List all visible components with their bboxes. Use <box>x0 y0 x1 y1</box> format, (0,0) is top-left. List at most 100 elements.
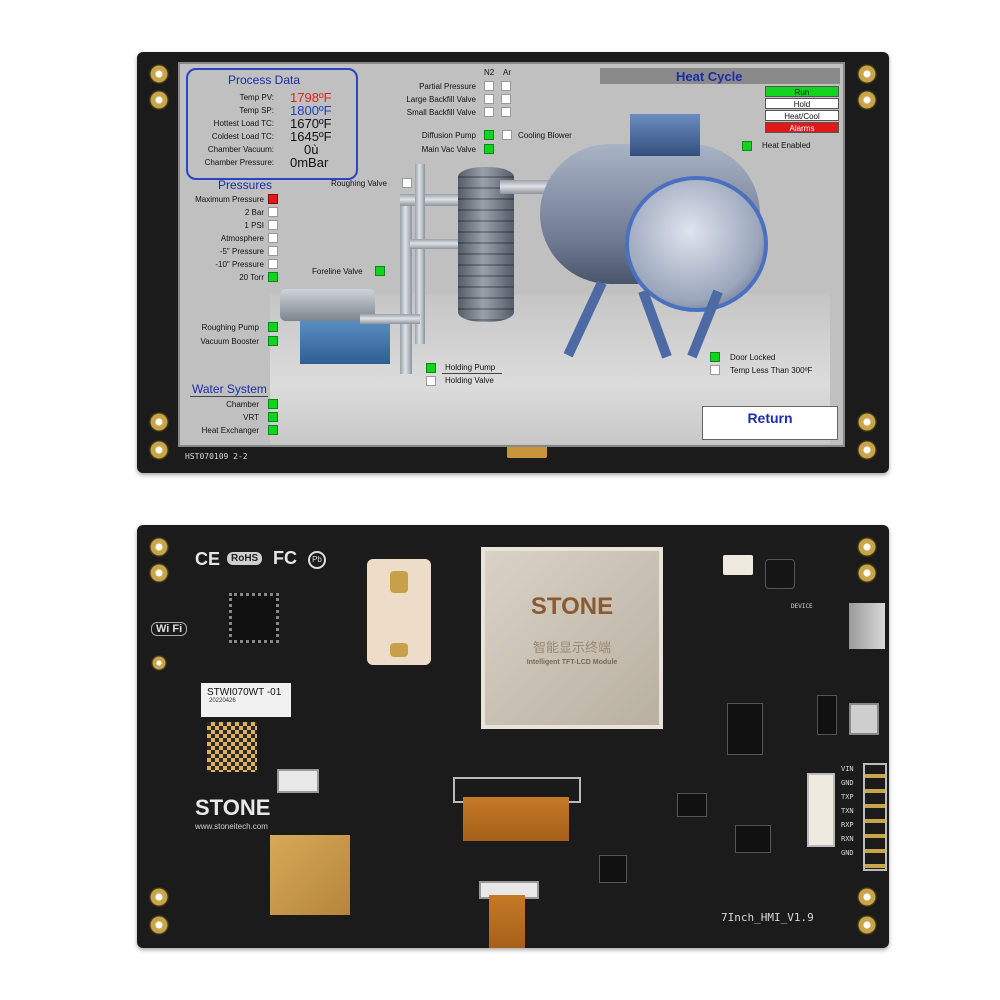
mode-run-button[interactable]: Run <box>765 86 839 97</box>
pressure-indicator <box>268 233 278 243</box>
chamber-vacuum-value: 0ù <box>304 142 319 157</box>
mount-hole <box>149 440 169 460</box>
temp-pv-value: 1798ºF <box>290 90 332 105</box>
n2-indicator <box>484 81 494 91</box>
ic-chip <box>817 695 837 735</box>
battery-clip <box>390 643 408 657</box>
chamber-pressure-value: 0mBar <box>290 155 329 170</box>
pipe-vertical <box>400 194 412 374</box>
device-label: DEVICE <box>791 603 813 610</box>
mount-hole <box>857 887 877 907</box>
mount-hole <box>151 655 167 671</box>
diffusion-pump-label: Diffusion Pump <box>421 131 476 140</box>
door-locked-indicator <box>710 352 720 362</box>
process-data-panel <box>186 68 358 180</box>
temp-sp-label: Temp SP: <box>239 106 274 115</box>
no-pb-icon: Pb <box>308 551 326 569</box>
gas-item: Partial Pressure <box>419 82 476 91</box>
hottest-label: Hottest Load TC: <box>213 119 274 128</box>
roughing-valve-label: Roughing Valve <box>331 179 387 188</box>
pin-label: RXN <box>841 835 854 843</box>
diffusion-pump-indicator <box>484 130 494 140</box>
gas-item: Small Backfill Valve <box>406 108 476 117</box>
foreline-valve-indicator <box>375 266 385 276</box>
mode-hold-button[interactable]: Hold <box>765 98 839 109</box>
main-module-shield: STONE 智能显示终端 Intelligent TFT-LCD Module <box>481 547 663 729</box>
ic-chip <box>677 793 707 817</box>
holding-pump-label: Holding Pump <box>445 363 496 372</box>
mount-hole <box>857 537 877 557</box>
pin-label: TXN <box>841 807 854 815</box>
wifi-logo: Wi Fi <box>151 622 188 636</box>
board-version: 7Inch_HMI_V1.9 <box>721 911 814 924</box>
pressure-item: -5" Pressure <box>219 247 264 256</box>
temp-sp-value: 1800ºF <box>290 103 332 118</box>
main-vac-valve-indicator <box>484 144 494 154</box>
pressure-indicator <box>268 207 278 217</box>
pressure-indicator <box>268 272 278 282</box>
pressure-indicator <box>268 220 278 230</box>
pipe-horizontal <box>410 239 470 249</box>
pressure-indicator <box>268 259 278 269</box>
pin-header <box>863 763 887 871</box>
ar-indicator <box>501 107 511 117</box>
foreline-valve-label: Foreline Valve <box>312 267 363 276</box>
holding-divider <box>442 373 502 374</box>
water-indicator <box>268 412 278 422</box>
uart-connector <box>807 773 835 847</box>
fc-mark: FC <box>273 548 297 568</box>
mount-hole <box>857 90 877 110</box>
pressure-item: 2 Bar <box>244 208 264 217</box>
holding-valve-indicator <box>426 376 436 386</box>
pressure-indicator <box>268 246 278 256</box>
pin-label: RXP <box>841 821 854 829</box>
water-item: Chamber <box>226 400 259 409</box>
wifi-chip <box>229 593 279 643</box>
pressures-title: Pressures <box>218 178 273 192</box>
water-item: Heat Exchanger <box>201 426 259 435</box>
pin-label: VIN <box>841 765 854 773</box>
touch-ribbon <box>489 895 525 948</box>
pressure-item: 20 Torr <box>239 273 264 282</box>
mode-alarms-button[interactable]: Alarms <box>765 122 839 133</box>
module-brand: STONE <box>530 593 614 620</box>
pin-label: TXP <box>841 793 854 801</box>
hottest-value: 1670ºF <box>290 116 332 131</box>
heat-enabled-indicator <box>742 141 752 151</box>
mount-hole <box>149 887 169 907</box>
front-silkscreen: HST070109 2-2 <box>185 452 248 461</box>
ar-indicator <box>501 94 511 104</box>
holding-pump-indicator <box>426 363 436 373</box>
coldest-label: Coldest Load TC: <box>211 132 274 141</box>
website: www.stoneitech.com <box>195 822 268 831</box>
temp-less-indicator <box>710 365 720 375</box>
vacuum-booster-label: Vacuum Booster <box>200 337 259 346</box>
mount-hole <box>857 563 877 583</box>
mount-hole <box>149 563 169 583</box>
mount-hole <box>149 64 169 84</box>
rj11-connector <box>849 703 879 735</box>
water-item: VRT <box>243 413 259 422</box>
vacuum-booster-indicator <box>268 336 278 346</box>
battery-clip <box>390 571 408 593</box>
return-button[interactable]: Return <box>702 406 838 440</box>
pipe-horizontal <box>360 314 420 324</box>
hmi-screen: Process Data Temp PV: 1798ºF Temp SP: 18… <box>178 62 845 447</box>
usb-connector <box>849 603 885 649</box>
pump-skid <box>300 319 390 364</box>
mount-hole <box>149 915 169 935</box>
roughing-pump-label: Roughing Pump <box>201 323 259 332</box>
back-controller-board: CE RoHS FC Pb Wi Fi STWI070WT -01 202204… <box>137 525 889 948</box>
pressure-item: Maximum Pressure <box>195 195 264 204</box>
touch-flex-connector <box>507 444 547 458</box>
mode-heat-cool-button[interactable]: Heat/Cool <box>765 110 839 121</box>
inductor <box>765 559 795 589</box>
chamber-vacuum-label: Chamber Vacuum: <box>207 145 274 154</box>
ic-chip <box>727 703 763 755</box>
n2-indicator <box>484 107 494 117</box>
temp-less-label: Temp Less Than 300ºF <box>730 366 813 375</box>
ic-chip <box>599 855 627 883</box>
mount-hole <box>149 90 169 110</box>
pressure-item: -10" Pressure <box>215 260 264 269</box>
chamber-top-box <box>630 114 700 156</box>
